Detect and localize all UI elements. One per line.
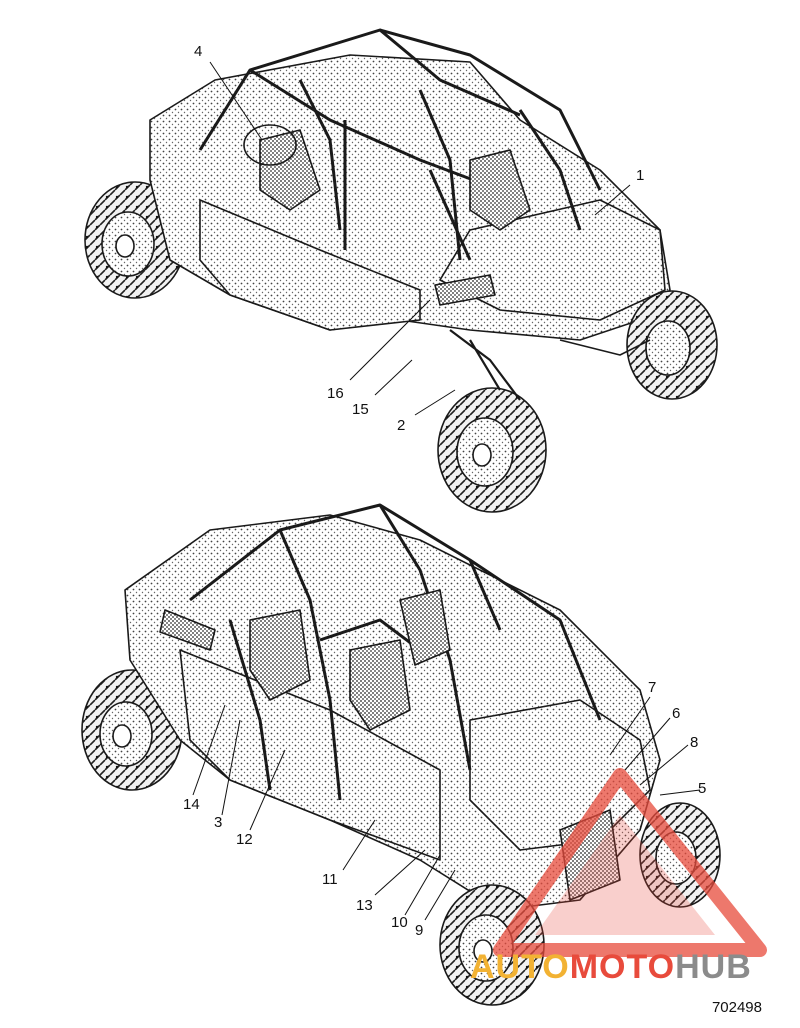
callout-label: 12 (236, 831, 253, 848)
callout-label: 15 (352, 401, 369, 418)
top-front-wheel (626, 290, 718, 400)
callout-label: 3 (214, 814, 223, 831)
callout-label: 6 (672, 705, 681, 722)
callout-label: 16 (327, 385, 344, 402)
callout-label: 4 (194, 43, 203, 60)
top-vehicle (84, 28, 718, 513)
callout-label: 10 (391, 914, 408, 931)
callout-label: 8 (690, 734, 699, 751)
bottom-vent (159, 609, 216, 651)
callout-label: 9 (415, 922, 424, 939)
bottom-side-panel (179, 649, 441, 861)
callout-label: 11 (322, 871, 338, 888)
top-front-wheel (437, 387, 547, 513)
watermark-part: AUTO (470, 948, 570, 986)
callout-label: 13 (356, 897, 373, 914)
figure-id: 702498 (711, 999, 762, 1016)
callout-label: 7 (648, 679, 657, 696)
watermark-part: HUB (675, 948, 752, 986)
top-seat (469, 149, 531, 231)
top-vent (434, 274, 496, 306)
callout-label: 14 (183, 796, 200, 813)
watermark-text: AUTOMOTOHUB (470, 948, 752, 987)
top-roll-cage (198, 28, 602, 261)
watermark-part: MOTO (569, 948, 676, 986)
callout-label: 1 (636, 167, 645, 184)
top-leader-lines (209, 61, 631, 416)
bottom-seat (349, 639, 411, 731)
watermark-triangle-icon (493, 768, 767, 957)
callout-label: 5 (698, 780, 707, 797)
bottom-leader-lines (192, 696, 701, 921)
top-seat (259, 129, 321, 211)
bottom-seat (399, 589, 451, 666)
callout-label: 2 (397, 417, 406, 434)
bottom-seat (249, 609, 311, 701)
top-side-panel (199, 199, 421, 331)
